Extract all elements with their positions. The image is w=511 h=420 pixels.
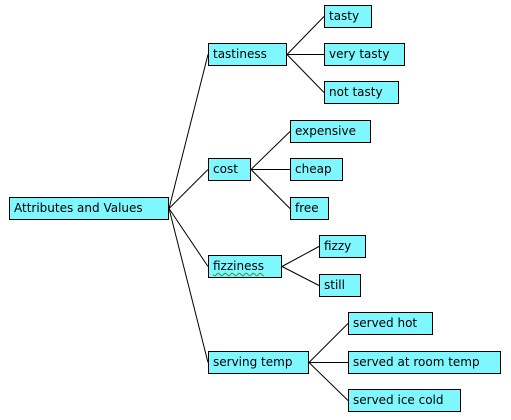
attribute-node-fizziness: fizziness — [208, 255, 282, 278]
value-node-free: free — [290, 197, 329, 220]
attribute-label-fizziness: fizziness — [213, 259, 264, 273]
connector-root-to-attribute-0 — [168, 54, 209, 209]
root-node: Attributes and Values — [9, 197, 169, 220]
value-node-served-hot: served hot — [348, 312, 433, 335]
value-node-served-ice-cold: served ice cold — [348, 389, 461, 412]
connector-attribute-3-to-value-0 — [308, 323, 349, 363]
value-node-very-tasty: very tasty — [324, 43, 405, 66]
attribute-node-cost: cost — [208, 158, 251, 181]
attribute-node-serving-temp: serving temp — [208, 351, 309, 374]
value-node-tasty: tasty — [324, 5, 372, 28]
connector-attribute-3-to-value-2 — [308, 362, 349, 401]
connector-root-to-attribute-1 — [168, 169, 209, 209]
value-node-served-at-room-temp: served at room temp — [348, 351, 501, 374]
connector-attribute-0-to-value-0 — [286, 16, 325, 55]
connector-attribute-2-to-value-0 — [281, 246, 320, 267]
connector-attribute-1-to-value-2 — [250, 169, 291, 209]
value-node-not-tasty: not tasty — [324, 81, 399, 104]
attribute-node-tastiness: tastiness — [208, 43, 287, 66]
value-node-cheap: cheap — [290, 158, 343, 181]
connector-attribute-0-to-value-2 — [286, 54, 325, 93]
value-node-still: still — [319, 274, 361, 297]
value-node-expensive: expensive — [290, 120, 371, 143]
connector-root-to-attribute-3 — [168, 208, 209, 363]
value-node-fizzy: fizzy — [319, 235, 366, 258]
connector-attribute-2-to-value-1 — [281, 266, 320, 286]
connector-root-to-attribute-2 — [168, 208, 209, 267]
connector-attribute-1-to-value-0 — [250, 131, 291, 170]
